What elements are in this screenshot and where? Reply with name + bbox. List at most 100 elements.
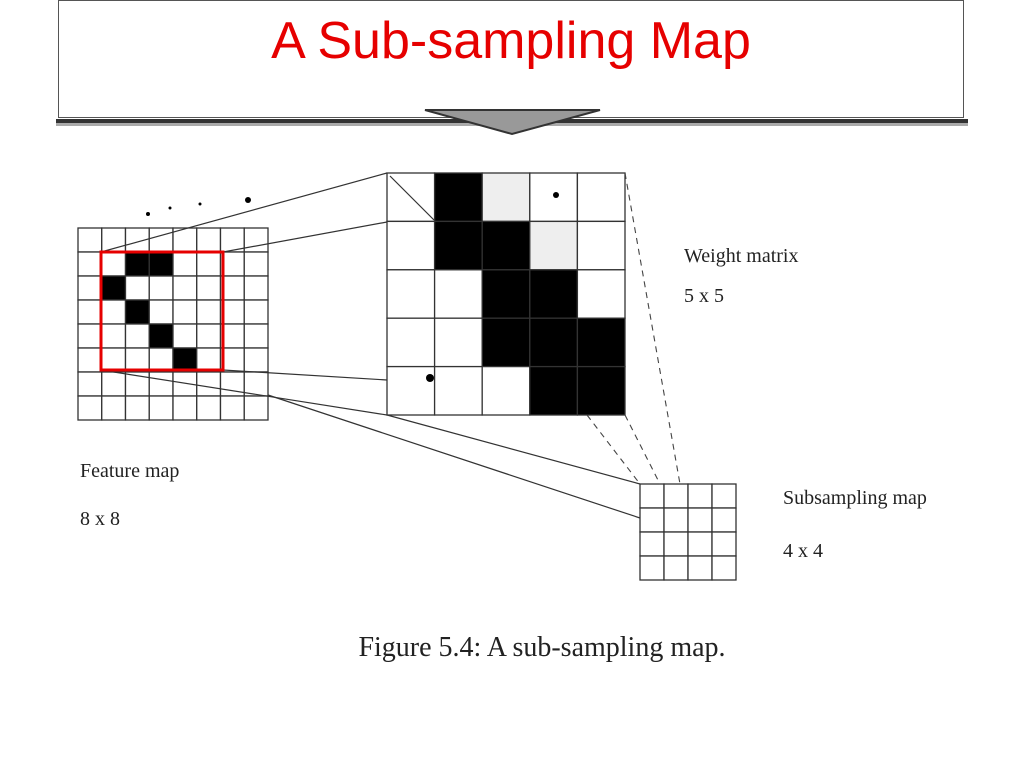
weight-matrix-cell bbox=[576, 172, 626, 223]
feature-map-cell bbox=[172, 323, 198, 349]
projection-lines bbox=[100, 172, 681, 519]
subsampling-map-grid bbox=[639, 483, 737, 581]
projection-line bbox=[100, 172, 388, 253]
subsampling-diagram bbox=[77, 172, 737, 581]
feature-map-cell bbox=[124, 275, 150, 301]
subsampling-map-cell bbox=[687, 483, 713, 509]
feature-map-cell bbox=[219, 395, 245, 421]
feature-map-cell bbox=[77, 251, 103, 277]
subsampling-map-label: Subsampling map bbox=[783, 487, 927, 509]
feature-map-cell bbox=[77, 323, 103, 349]
title-arrow-icon bbox=[424, 109, 601, 136]
weight-matrix-cell bbox=[386, 220, 436, 271]
feature-map-cell bbox=[196, 251, 222, 277]
feature-map-label: Feature map bbox=[80, 460, 180, 482]
weight-matrix-cell bbox=[529, 220, 579, 271]
feature-map-cell bbox=[101, 395, 127, 421]
weight-matrix-cell bbox=[529, 317, 579, 368]
feature-map-cell bbox=[101, 251, 127, 277]
feature-map-cell bbox=[101, 275, 127, 301]
weight-matrix-cell bbox=[386, 269, 436, 319]
feature-map-cell bbox=[77, 299, 103, 325]
subsampling-map-cell bbox=[687, 507, 713, 533]
feature-map-cell bbox=[172, 251, 198, 277]
weight-matrix-cell bbox=[481, 269, 531, 319]
feature-map-cell bbox=[172, 347, 198, 373]
weight-matrix-grid bbox=[386, 172, 626, 416]
title-box: A Sub-sampling Map bbox=[58, 0, 964, 118]
subsampling-map-size: 4 x 4 bbox=[783, 540, 823, 562]
feature-map-cell bbox=[101, 299, 127, 325]
feature-map-cell bbox=[243, 227, 269, 253]
dashed-projection-line bbox=[624, 414, 661, 485]
scan-speck bbox=[198, 202, 202, 206]
weight-matrix-cell bbox=[433, 317, 483, 368]
subsampling-map-cell bbox=[711, 531, 737, 557]
weight-matrix-cell bbox=[529, 269, 579, 319]
subsampling-map-cell bbox=[639, 483, 665, 509]
weight-matrix-cell bbox=[576, 269, 626, 319]
feature-map-cell bbox=[196, 299, 222, 325]
feature-map-cell bbox=[77, 395, 103, 421]
subsampling-map-cell bbox=[711, 507, 737, 533]
feature-map-grid bbox=[77, 227, 269, 421]
weight-matrix-cell bbox=[481, 220, 531, 271]
subsampling-map-cell bbox=[663, 507, 689, 533]
weight-matrix-cell bbox=[481, 172, 531, 223]
feature-map-cell bbox=[148, 299, 174, 325]
feature-map-size: 8 x 8 bbox=[80, 508, 120, 530]
subsampling-map-cell bbox=[687, 555, 713, 581]
projection-line bbox=[222, 221, 388, 253]
feature-map-cell bbox=[124, 251, 150, 277]
feature-map-cell bbox=[243, 395, 269, 421]
scan-speck bbox=[168, 206, 172, 210]
weight-matrix-cell bbox=[576, 365, 626, 416]
subsampling-map-cell bbox=[663, 555, 689, 581]
figure-caption: Figure 5.4: A sub-sampling map. bbox=[358, 632, 726, 663]
feature-map-cell bbox=[172, 275, 198, 301]
feature-map-cell bbox=[148, 275, 174, 301]
feature-map-cell bbox=[148, 323, 174, 349]
weight-matrix-cell bbox=[529, 365, 579, 416]
subsampling-map-cell bbox=[639, 507, 665, 533]
feature-map-cell bbox=[124, 347, 150, 373]
feature-map-cell bbox=[196, 275, 222, 301]
feature-map-cell bbox=[77, 371, 103, 397]
weight-matrix-cell bbox=[386, 365, 436, 416]
projection-line bbox=[267, 394, 641, 519]
subsampling-map-cell bbox=[639, 555, 665, 581]
scan-speck bbox=[426, 374, 434, 382]
feature-map-cell bbox=[196, 371, 222, 397]
feature-map-cell bbox=[101, 323, 127, 349]
feature-map-cell bbox=[148, 227, 174, 253]
feature-map-cell bbox=[148, 371, 174, 397]
feature-map-cell bbox=[101, 371, 127, 397]
feature-map-cell bbox=[77, 227, 103, 253]
scan-speck bbox=[245, 197, 251, 203]
feature-map-cell bbox=[77, 347, 103, 373]
weight-matrix-label: Weight matrix bbox=[684, 245, 799, 267]
feature-map-cell bbox=[148, 251, 174, 277]
scan-speck bbox=[553, 192, 559, 198]
weight-matrix-size: 5 x 5 bbox=[684, 285, 724, 307]
feature-map-cell bbox=[196, 227, 222, 253]
feature-map-cell bbox=[196, 395, 222, 421]
weight-matrix-cell bbox=[481, 365, 531, 416]
feature-map-cell bbox=[148, 347, 174, 373]
feature-map-cell bbox=[172, 299, 198, 325]
weight-matrix-cell bbox=[481, 317, 531, 368]
weight-matrix-cell bbox=[433, 172, 483, 223]
feature-map-cell bbox=[124, 395, 150, 421]
feature-map-cell bbox=[243, 347, 269, 373]
subsampling-map-cell bbox=[663, 531, 689, 557]
subsampling-map-cell bbox=[711, 555, 737, 581]
feature-map-cell bbox=[124, 299, 150, 325]
dashed-projection-line bbox=[586, 414, 641, 485]
dashed-projection-line bbox=[624, 172, 681, 485]
weight-matrix-cell bbox=[433, 365, 483, 416]
scan-specks bbox=[146, 192, 559, 382]
receptive-field-highlight bbox=[99, 250, 225, 372]
projection-line bbox=[222, 369, 388, 381]
feature-map-cell bbox=[243, 251, 269, 277]
feature-map-cell bbox=[196, 323, 222, 349]
